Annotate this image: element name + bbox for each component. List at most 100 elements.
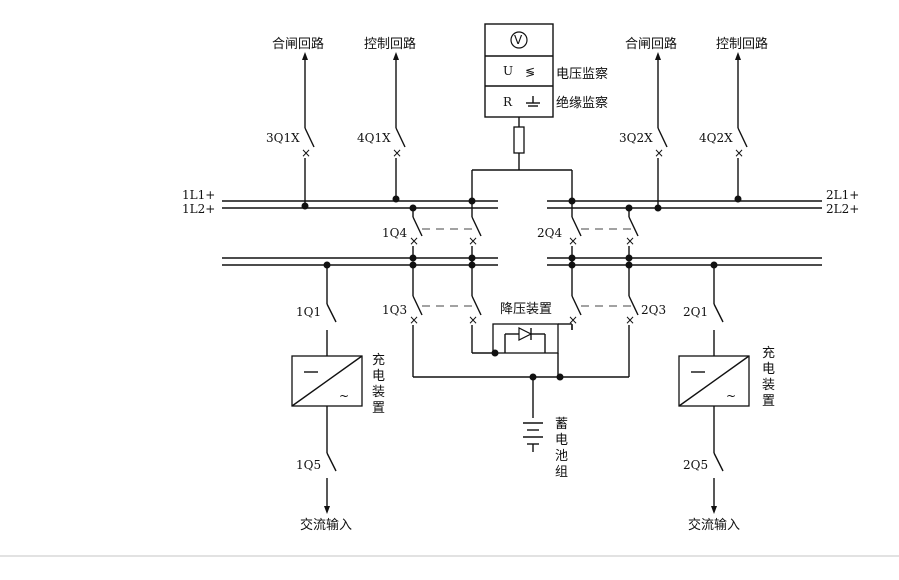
label-1q4: 1Q4 — [382, 226, 407, 240]
switch-cross-icon: × — [654, 146, 664, 160]
switch-cross-icon: × — [468, 234, 478, 248]
junction-dot — [491, 349, 499, 357]
right-charger-branch: ~ — [678, 261, 750, 514]
label-charger-right-2: 电 — [762, 362, 775, 377]
junction-dot — [734, 195, 742, 203]
bus-label-2l2: 2L2+ — [826, 202, 859, 216]
label-2q3: 2Q3 — [641, 303, 666, 317]
switch-1q5-blade — [326, 452, 337, 472]
label-charger-right-1: 充 — [762, 345, 775, 361]
switch-cross-icon: × — [625, 313, 635, 327]
voltmeter-icon — [510, 31, 528, 49]
switch-2q3-blade-b — [628, 295, 639, 316]
left-charger-branch: ~ — [291, 261, 363, 514]
switch-cross-icon: × — [301, 146, 311, 160]
switch-2q1-blade — [713, 303, 724, 323]
ac-symbol-icon: ~ — [339, 389, 349, 403]
junction-dot — [556, 373, 564, 381]
switch-2q3-blade-a — [571, 295, 582, 316]
switch-2q4-blade-b — [628, 216, 639, 237]
label-1q5: 1Q5 — [296, 458, 321, 472]
junction-dot — [392, 195, 400, 203]
label-control-circuit-right: 控制回路 — [716, 36, 768, 52]
label-2q4: 2Q4 — [537, 226, 562, 240]
junction-dot — [625, 254, 633, 262]
junction-dot — [409, 261, 417, 269]
switch-4q2x-blade — [737, 127, 748, 148]
label-battery-bank-2: 电 — [555, 433, 568, 448]
switch-cross-icon: × — [392, 146, 402, 160]
label-ac-input-right: 交流输入 — [688, 517, 740, 533]
label-charger-right-3: 装 — [762, 378, 775, 393]
label-control-circuit-left: 控制回路 — [364, 36, 416, 52]
switch-3q1x-blade — [304, 127, 315, 148]
left-outgoing-circuits: × × — [301, 52, 406, 210]
label-charger-right-4: 置 — [762, 394, 775, 409]
label-4q2x: 4Q2X — [699, 131, 733, 145]
junction-dot — [568, 254, 576, 262]
switch-cross-icon: × — [625, 234, 635, 248]
right-coupling-switches: × × × × — [568, 197, 639, 377]
junction-dot — [301, 202, 309, 210]
diode-icon — [518, 327, 533, 341]
monitor-u-label: U — [503, 64, 513, 78]
right-outgoing-circuits: × × — [654, 52, 748, 212]
arrow-up-icon — [302, 52, 308, 60]
label-1q1: 1Q1 — [296, 305, 321, 319]
label-step-down-device: 降压装置 — [500, 302, 552, 317]
label-voltage-monitor: 电压监察 — [556, 67, 608, 82]
switch-1q3-blade-b — [471, 295, 482, 316]
junction-dot — [625, 204, 633, 212]
arrow-up-icon — [735, 52, 741, 60]
label-2q1: 2Q1 — [683, 305, 708, 319]
charger-diagonal — [678, 355, 750, 407]
label-4q1x: 4Q1X — [357, 131, 391, 145]
ground-icon — [526, 96, 540, 107]
junction-dot — [468, 254, 476, 262]
label-battery-bank-3: 池 — [555, 449, 568, 464]
left-coupling-switches: × × × × — [409, 197, 482, 377]
switch-1q4-blade-a — [412, 216, 423, 237]
bus-label-2l1: 2L1+ — [826, 188, 859, 202]
label-3q2x: 3Q2X — [619, 131, 653, 145]
switch-2q4-blade-a — [571, 216, 582, 237]
junction-dot — [654, 204, 662, 212]
label-charger-left-3: 装 — [372, 385, 385, 400]
label-close-circuit-left: 合闸回路 — [272, 36, 324, 52]
arrow-down-icon — [711, 506, 717, 514]
switch-2q5-blade — [713, 452, 724, 472]
label-3q1x: 3Q1X — [266, 131, 300, 145]
switch-cross-icon: × — [568, 234, 578, 248]
voltmeter-symbol: V — [514, 33, 523, 47]
label-2q5: 2Q5 — [683, 458, 708, 472]
step-down-box — [492, 323, 559, 354]
switch-4q1x-blade — [395, 127, 406, 148]
junction-dot — [468, 197, 476, 205]
junction-dot — [625, 261, 633, 269]
label-ac-input-left: 交流输入 — [300, 517, 352, 533]
switch-cross-icon: × — [568, 313, 578, 327]
charger-diagonal — [291, 355, 363, 407]
switch-3q2x-blade — [657, 127, 668, 148]
ac-symbol-icon: ~ — [726, 389, 736, 403]
fuse-icon — [513, 126, 525, 154]
voltage-relay-icon: ≶ — [525, 65, 535, 79]
label-insulation-monitor: 绝缘监察 — [556, 95, 608, 111]
label-close-circuit-right: 合闸回路 — [625, 36, 677, 52]
battery-bank — [413, 373, 629, 452]
junction-dot — [409, 204, 417, 212]
label-charger-left-2: 电 — [372, 369, 385, 384]
switch-cross-icon: × — [409, 313, 419, 327]
junction-dot — [568, 197, 576, 205]
label-battery-bank-1: 蓄 — [555, 417, 568, 432]
label-1q3: 1Q3 — [382, 303, 407, 317]
bus-label-1l1: 1L1+ — [182, 188, 215, 202]
switch-cross-icon: × — [734, 146, 744, 160]
switch-1q1-blade — [326, 303, 337, 323]
switch-1q3-blade-a — [412, 295, 423, 316]
arrow-up-icon — [393, 52, 399, 60]
junction-dot — [409, 254, 417, 262]
